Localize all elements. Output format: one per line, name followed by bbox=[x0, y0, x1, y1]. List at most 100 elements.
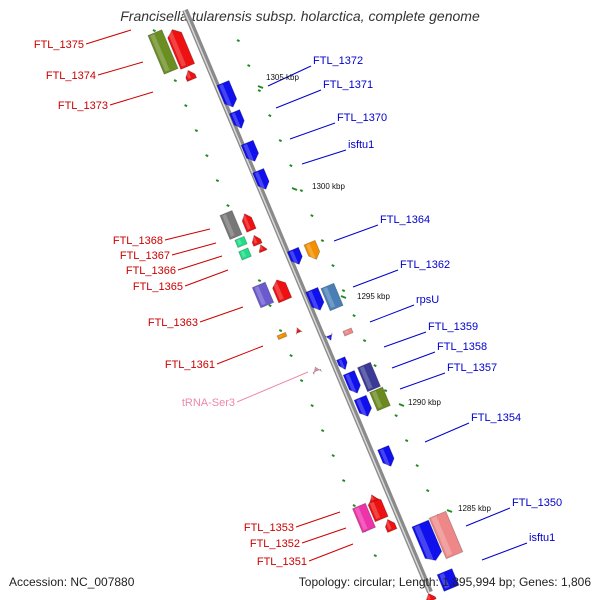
gene-ftl-1364-blue bbox=[286, 246, 303, 265]
tick-mark bbox=[289, 164, 293, 168]
gene-ftl-1353 bbox=[351, 502, 377, 534]
tick-mark bbox=[247, 64, 251, 68]
tick-mark bbox=[236, 39, 240, 43]
accession-text: Accession: NC_007880 bbox=[9, 575, 135, 589]
major-tick bbox=[446, 509, 453, 513]
gene-ftl-1350 bbox=[411, 519, 443, 562]
scale-label: 1300 kbp bbox=[312, 182, 345, 191]
gene-ftl-1357 bbox=[356, 361, 382, 393]
gene-ftl-1362-blue bbox=[305, 286, 325, 311]
gene-edge-blue bbox=[436, 568, 460, 592]
gene-label: FTL_1371 bbox=[323, 79, 373, 91]
tick-mark bbox=[310, 214, 314, 218]
gene-label: FTL_1362 bbox=[400, 259, 450, 271]
gene-ftl-1357-c bbox=[369, 386, 391, 412]
leader-line bbox=[171, 242, 217, 256]
scale-label: 1290 kbp bbox=[408, 398, 441, 407]
tick-mark bbox=[352, 314, 356, 318]
gene-ftl-1361-b bbox=[295, 326, 303, 335]
gene-ftl-1373 bbox=[185, 69, 198, 83]
tick-mark bbox=[415, 464, 419, 468]
gene-ftl-1374 bbox=[167, 29, 196, 70]
leader-line bbox=[352, 269, 399, 288]
gene-label: isftu1 bbox=[529, 532, 555, 544]
tick-mark bbox=[152, 29, 156, 33]
leader-line bbox=[301, 527, 347, 544]
gene-label: FTL_1366 bbox=[126, 265, 176, 277]
tick-mark bbox=[299, 379, 304, 383]
gene-isftu1-b bbox=[428, 510, 464, 560]
gene-ftl-1351 bbox=[384, 518, 398, 533]
gene-ftl-1363 bbox=[272, 279, 293, 304]
major-tick bbox=[291, 187, 298, 191]
major-tick bbox=[340, 295, 347, 299]
gene-ftl-1370 bbox=[240, 139, 259, 162]
scale-label: 1305 kbp bbox=[266, 73, 299, 82]
chromosome-backbone bbox=[182, 8, 433, 594]
leader-line bbox=[369, 304, 415, 323]
scale-label: 1295 kbp bbox=[357, 292, 390, 301]
tick-mark bbox=[394, 414, 398, 418]
leader-line bbox=[333, 224, 379, 242]
gene-ftl-1368-gray bbox=[219, 209, 243, 241]
gene-trna-ser3 bbox=[312, 366, 323, 376]
major-tick bbox=[398, 403, 405, 407]
gene-label: FTL_1361 bbox=[165, 359, 215, 371]
gene-ftl-1364 bbox=[303, 239, 321, 260]
tick-mark bbox=[257, 279, 262, 283]
leader-line bbox=[97, 61, 144, 76]
gene-label: FTL_1357 bbox=[447, 362, 497, 374]
label-leaders bbox=[85, 29, 528, 562]
gene-ftl-1359 bbox=[336, 356, 348, 371]
tick-mark bbox=[310, 404, 314, 408]
gene-label: FTL_1367 bbox=[120, 250, 170, 262]
tick-mark bbox=[342, 479, 346, 483]
gene-edge-red bbox=[425, 592, 437, 600]
leader-line bbox=[236, 371, 309, 403]
tick-mark bbox=[257, 89, 261, 93]
tick-mark bbox=[404, 439, 409, 443]
gene-label: isftu1 bbox=[348, 139, 374, 151]
gene-labels: FTL_1372FTL_1371FTL_1370isftu1FTL_1364FT… bbox=[34, 39, 562, 568]
gene-label: FTL_1368 bbox=[113, 235, 163, 247]
gene-ftl-1357-b bbox=[353, 394, 372, 417]
tick-mark bbox=[352, 504, 356, 508]
tick-mark bbox=[226, 204, 230, 208]
gene-label: FTL_1364 bbox=[380, 214, 430, 226]
gene-ftl-1359-pink bbox=[342, 327, 354, 337]
gene-ftl-1354 bbox=[377, 444, 395, 467]
leader-line bbox=[216, 345, 264, 365]
gene-features bbox=[147, 29, 464, 600]
topology-text: Topology: circular; Length: 1,895,994 bp… bbox=[298, 575, 591, 589]
leader-line bbox=[301, 149, 347, 165]
gene-label: FTL_1359 bbox=[428, 321, 478, 333]
gene-rpsU bbox=[324, 331, 333, 342]
leader-line bbox=[465, 507, 511, 527]
tick-mark bbox=[194, 129, 199, 133]
gene-label: FTL_1373 bbox=[58, 100, 108, 112]
gene-ftl-1363-purple bbox=[251, 281, 275, 309]
tick-mark bbox=[383, 389, 388, 393]
gene-ftl-1375 bbox=[147, 29, 179, 75]
tick-mark bbox=[268, 304, 272, 308]
leader-line bbox=[399, 372, 446, 390]
tick-mark bbox=[278, 329, 283, 333]
gene-label: rpsU bbox=[416, 294, 439, 306]
gene-ftl-1362 bbox=[320, 282, 344, 312]
leader-line bbox=[267, 65, 312, 87]
gene-ftl-1365 bbox=[238, 247, 252, 261]
leader-line bbox=[177, 255, 223, 271]
tick-mark bbox=[184, 104, 188, 108]
gene-ftl-1366 bbox=[234, 235, 248, 249]
leader-line bbox=[308, 543, 354, 562]
gene-ftl-1358 bbox=[342, 370, 361, 394]
leader-line bbox=[383, 331, 427, 348]
gene-ftl-1368 bbox=[241, 213, 257, 233]
gene-label: FTL_1358 bbox=[437, 341, 487, 353]
gene-ftl-1361 bbox=[276, 331, 288, 341]
tick-mark bbox=[215, 179, 220, 183]
gene-ftl-1367 bbox=[251, 234, 263, 247]
leader-line bbox=[184, 269, 229, 287]
